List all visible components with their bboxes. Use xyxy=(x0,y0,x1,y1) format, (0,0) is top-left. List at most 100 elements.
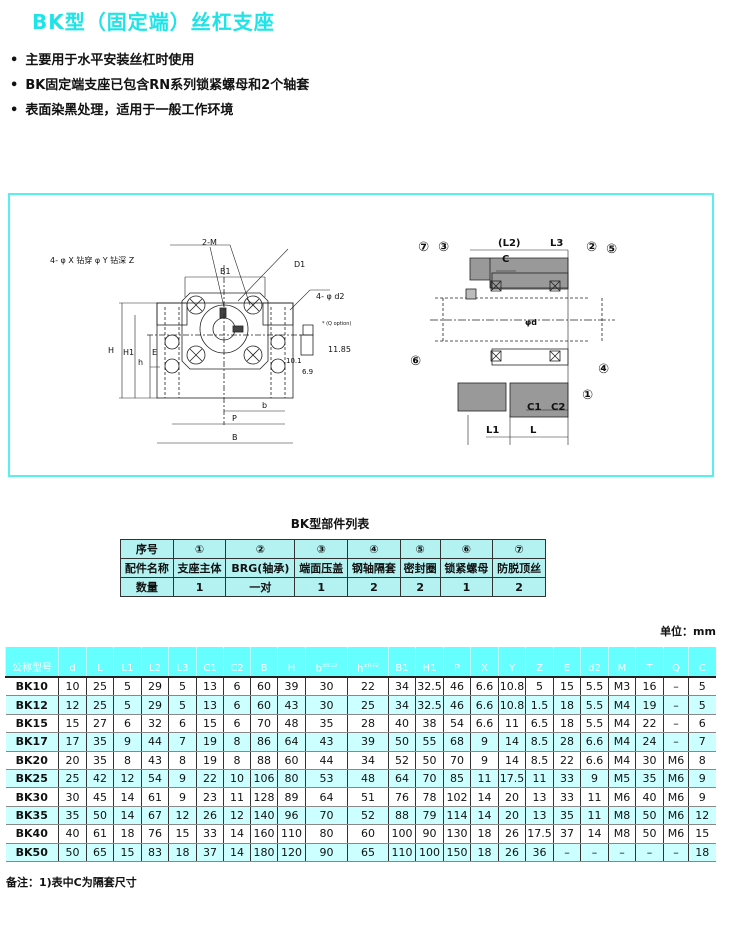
value-cell: 96 xyxy=(277,806,306,826)
value-cell: 34 xyxy=(388,695,416,715)
parts-cell: 防脱顶丝 xyxy=(492,558,546,578)
value-cell: 8.5 xyxy=(525,751,554,770)
value-cell: 60 xyxy=(347,824,389,844)
value-cell: 40 xyxy=(58,824,87,844)
value-cell: 80 xyxy=(277,769,306,789)
column-header: C xyxy=(688,647,716,677)
h1-label: H1 xyxy=(123,348,134,357)
model-cell: BK30 xyxy=(5,787,59,807)
value-cell: 37 xyxy=(196,843,224,862)
value-cell: 20 xyxy=(58,751,87,770)
value-cell: 20 xyxy=(498,787,526,807)
parts-cell: 2 xyxy=(347,577,401,597)
part-callout-4: ④ xyxy=(598,362,609,377)
value-cell: M5 xyxy=(608,769,636,789)
value-cell: 16 xyxy=(635,677,664,697)
column-header-label: Y xyxy=(508,663,516,674)
value-cell: 34 xyxy=(388,677,416,697)
value-cell: 9 xyxy=(470,751,499,770)
value-cell: 10 xyxy=(58,677,87,697)
value-cell: 90 xyxy=(305,843,348,862)
value-cell: 9 xyxy=(168,769,197,789)
model-cell: BK25 xyxy=(5,769,59,789)
column-header: H1 xyxy=(415,647,444,677)
column-header-label: B xyxy=(260,663,268,674)
value-cell: 9 xyxy=(688,787,716,807)
value-cell: – xyxy=(663,677,689,697)
column-header: 公称型号 xyxy=(5,647,59,677)
value-cell: 15 xyxy=(688,824,716,844)
value-cell: 50 xyxy=(635,806,664,826)
column-header-label: X xyxy=(481,663,488,674)
value-cell: 9 xyxy=(580,769,609,789)
value-cell: 45 xyxy=(86,787,114,807)
d-label: φd xyxy=(525,318,537,327)
value-cell: 40 xyxy=(388,714,416,734)
value-cell: 9 xyxy=(688,769,716,789)
value-cell: 6 xyxy=(223,695,251,715)
value-cell: 106 xyxy=(250,769,278,789)
value-cell: 50 xyxy=(635,824,664,844)
column-header: B1 xyxy=(388,647,416,677)
value-cell: 11 xyxy=(470,769,499,789)
parts-cell: 支座主体 xyxy=(172,558,227,578)
dim-11-85: 11.85 xyxy=(328,345,351,354)
value-cell: 17.5 xyxy=(525,824,554,844)
value-cell: 68 xyxy=(443,732,471,752)
value-cell: 44 xyxy=(141,732,169,752)
value-cell: 64 xyxy=(388,769,416,789)
value-cell: 6.6 xyxy=(470,714,499,734)
value-cell: 48 xyxy=(347,769,389,789)
value-cell: 50 xyxy=(58,843,87,862)
value-cell: 14 xyxy=(580,824,609,844)
model-cell: BK15 xyxy=(5,714,59,734)
value-cell: 79 xyxy=(415,806,444,826)
value-cell: 5 xyxy=(688,695,716,715)
parts-cell: ⑤ xyxy=(399,539,441,559)
model-cell: BK17 xyxy=(5,732,59,752)
column-header-label: E xyxy=(563,663,571,674)
value-cell: 80 xyxy=(305,824,348,844)
value-cell: 17.5 xyxy=(498,769,526,789)
value-cell: 42 xyxy=(86,769,114,789)
column-header: d2 xyxy=(580,647,609,677)
value-cell: 33 xyxy=(553,769,581,789)
value-cell: M6 xyxy=(663,751,689,770)
b-lower-label: b xyxy=(262,401,267,410)
value-cell: 5 xyxy=(168,695,197,715)
value-cell: 30 xyxy=(58,787,87,807)
value-cell: 128 xyxy=(250,787,278,807)
value-cell: 160 xyxy=(250,824,278,844)
value-cell: 8 xyxy=(223,751,251,770)
d2-label: 4- φ d2 xyxy=(316,292,345,301)
value-cell: M3 xyxy=(608,677,636,697)
value-cell: 76 xyxy=(388,787,416,807)
b1-label: B1 xyxy=(220,267,231,276)
value-cell: M6 xyxy=(608,787,636,807)
value-cell: 14 xyxy=(470,787,499,807)
value-cell: 30 xyxy=(305,677,348,697)
value-cell: – xyxy=(663,714,689,734)
parts-cell: ⑥ xyxy=(439,539,494,559)
value-cell: 18 xyxy=(168,843,197,862)
part-callout-7: ⑦ xyxy=(418,240,429,255)
value-cell: 35 xyxy=(86,751,114,770)
value-cell: 7 xyxy=(688,732,716,752)
l2-label: (L2) xyxy=(498,238,520,249)
q-option-label: * (Q option) xyxy=(322,321,351,327)
parts-cell: 一对 xyxy=(225,577,296,597)
value-cell: 30 xyxy=(305,695,348,715)
value-cell: 50 xyxy=(415,751,444,770)
value-cell: 32.5 xyxy=(415,677,444,697)
column-header: X xyxy=(470,647,499,677)
value-cell: 33 xyxy=(553,787,581,807)
value-cell: 44 xyxy=(305,751,348,770)
